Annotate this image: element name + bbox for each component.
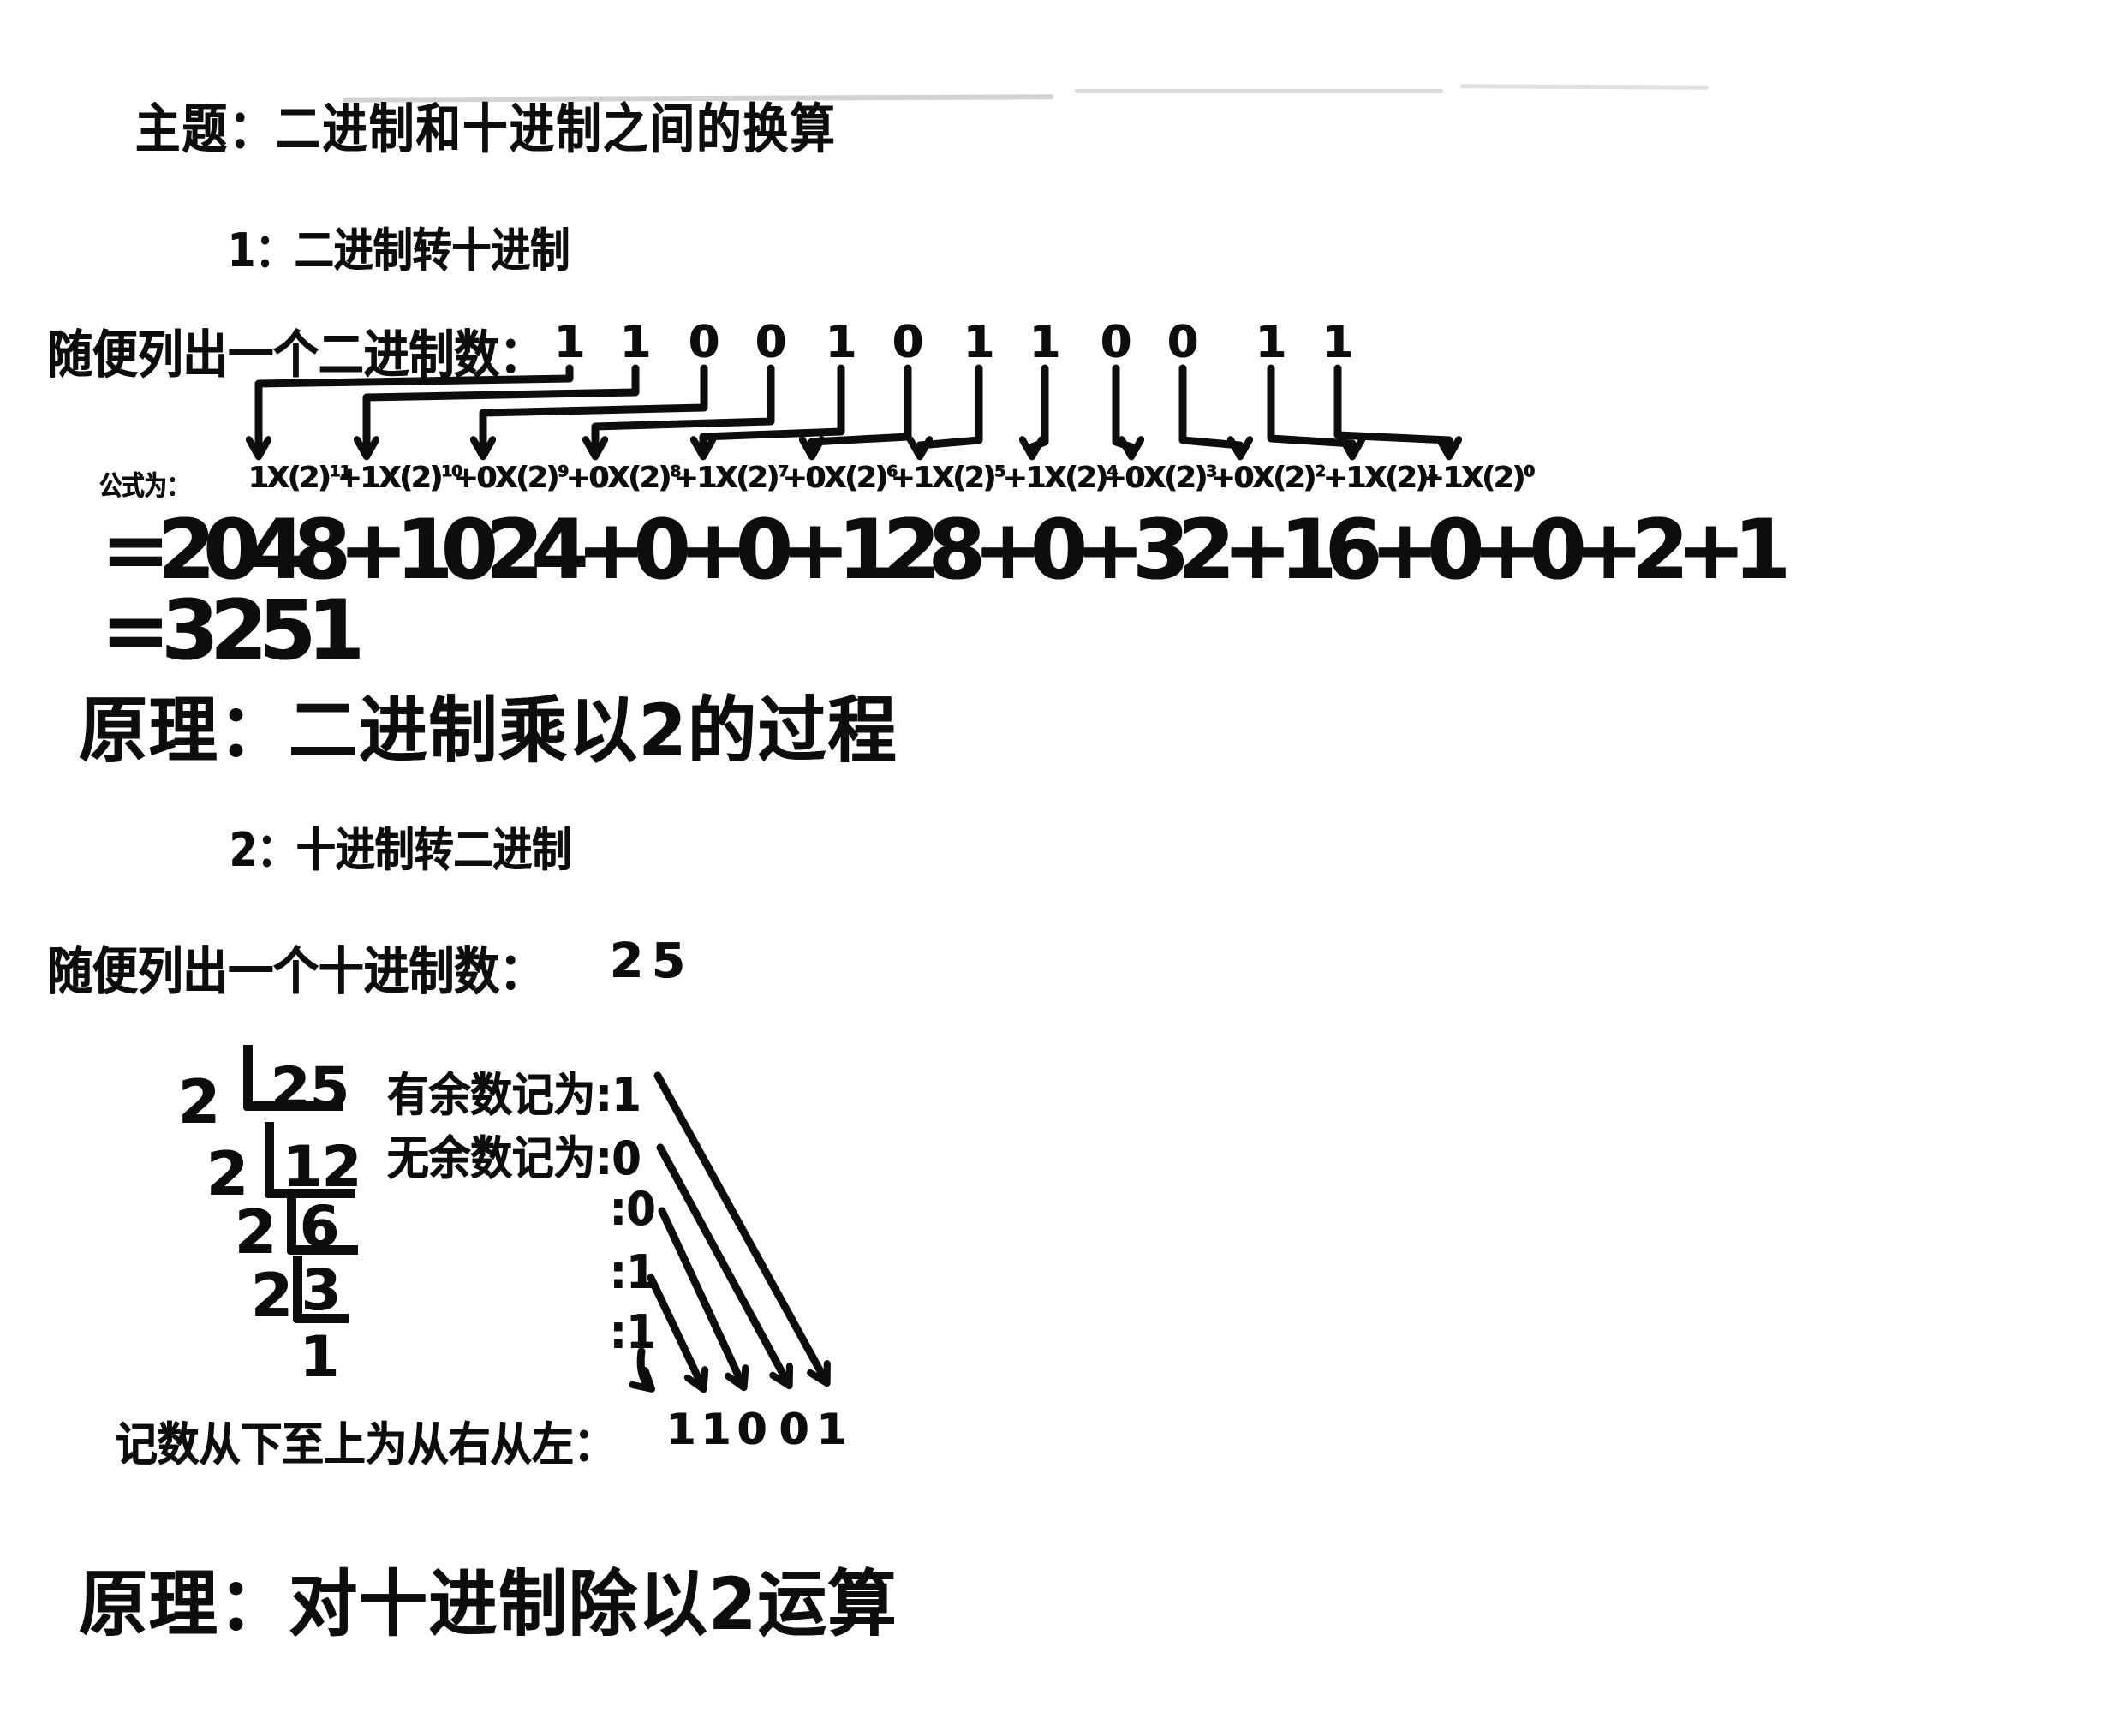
formula-exponent: 0 <box>1524 462 1535 481</box>
formula-exponent: 2 <box>1315 462 1326 481</box>
division-dividend: 12 <box>283 1134 361 1200</box>
remainder-label-text: 有余数记为:1 <box>387 1068 641 1122</box>
division-divisor: 2 <box>235 1197 277 1268</box>
binary-digit: 1 <box>825 317 857 368</box>
formula-term: +0X(2)8 <box>566 461 681 495</box>
division-divisor: 2 <box>251 1261 293 1331</box>
remainder-label: :0 <box>610 1182 660 1236</box>
binary-number-label: 随便列出一个二进制数： <box>47 325 545 385</box>
binary-digit: 1 <box>1255 317 1287 368</box>
binary-digit: 0 <box>1166 317 1199 368</box>
division-bracket <box>293 1256 349 1323</box>
formula-exponent: 10 <box>441 462 462 481</box>
formula-term: +1X(2)4 <box>1003 461 1118 495</box>
formula-exponent: 4 <box>1107 462 1118 481</box>
formula-term: +1X(2)5 <box>891 461 1005 495</box>
decimal-number-value: 25 <box>610 934 694 989</box>
page-title: 主题：二进制和十进制之间的换算 <box>135 98 838 160</box>
binary-digit: 0 <box>892 317 924 368</box>
formula-term: +0X(2)9 <box>454 461 569 495</box>
digit-to-term-arrow <box>703 364 845 456</box>
binary-digit: 1 <box>619 317 652 368</box>
remainder-to-digit-arrow <box>656 1143 789 1385</box>
digit-to-term-arrow <box>1178 364 1240 456</box>
formula-term: +1X(2)7 <box>674 461 789 495</box>
formula-exponent: 8 <box>670 462 681 481</box>
formula-exponent: 1 <box>1427 462 1438 481</box>
section2-heading: 2：十进制转二进制 <box>230 823 572 877</box>
binary-digit: 0 <box>755 317 787 368</box>
binary-result-label: 记数从下至上为从右从左： <box>116 1417 616 1471</box>
division-bracket <box>287 1196 358 1255</box>
result-digit: 0 <box>779 1405 809 1454</box>
formula-term: 1X(2)11 <box>248 461 351 495</box>
digit-to-term-arrow <box>1032 364 1049 456</box>
remainder-to-digit-arrow <box>653 1071 826 1382</box>
decimal-number-label: 随便列出一个十进制数： <box>47 942 545 1002</box>
formula-exponent: 9 <box>558 462 569 481</box>
scan-streak <box>1075 89 1443 93</box>
result-digit: 1 <box>816 1405 847 1454</box>
remainder-label-text: :1 <box>610 1245 656 1299</box>
remainder-label: 有余数记为:1 <box>387 1057 669 1125</box>
formula-term: +0X(2)6 <box>783 461 898 495</box>
result-digit: 1 <box>665 1405 696 1454</box>
division-bracket <box>265 1122 355 1198</box>
section1-heading: 1：二进制转十进制 <box>228 224 570 277</box>
division-divisor: 2 <box>206 1139 248 1209</box>
binary-digit: 0 <box>688 317 720 368</box>
remainder-label-text: 无余数记为:0 <box>387 1131 641 1185</box>
formula-term: +1X(2)1 <box>1323 461 1438 495</box>
division-dividend: 25 <box>271 1055 349 1121</box>
division-dividend: 3 <box>301 1257 341 1323</box>
remainder-label: :1 <box>610 1245 660 1299</box>
digit-to-term-arrow <box>1112 364 1131 456</box>
formula-term: +1X(2)10 <box>337 461 462 495</box>
decimal-result-line: =3251 <box>101 582 365 678</box>
division-dividend: 6 <box>300 1194 339 1260</box>
remainder-label: 无余数记为:0 <box>387 1120 669 1188</box>
formula-exponent: 3 <box>1206 462 1217 481</box>
section2-principle: 原理：对十进制除以2运算 <box>79 1562 898 1646</box>
digit-to-term-arrow <box>920 364 983 456</box>
scan-streak <box>1459 84 1709 90</box>
digit-to-term-arrow <box>595 364 775 456</box>
formula-exponent: 5 <box>994 462 1005 481</box>
formula-exponent: 11 <box>329 462 351 481</box>
binary-digit: 1 <box>963 317 995 368</box>
remainder-to-digit-arrow <box>658 1207 743 1387</box>
digit-to-term-arrow <box>1267 364 1352 456</box>
result-digit: 0 <box>737 1405 767 1454</box>
formula-exponent: 7 <box>778 462 789 481</box>
remainder-label: :1 <box>610 1305 660 1359</box>
remainder-label-text: :0 <box>610 1182 656 1236</box>
section1-principle: 原理：二进制乘以2的过程 <box>79 689 898 773</box>
binary-digit: 0 <box>1100 317 1132 368</box>
remainder-label-text: :1 <box>610 1305 656 1359</box>
formula-term: +1X(2)0 <box>1420 461 1535 495</box>
formula-term: +0X(2)3 <box>1102 461 1217 495</box>
result-digit: 1 <box>701 1405 731 1454</box>
formula-label: 公式为： <box>99 469 189 502</box>
digit-to-term-arrow <box>1333 364 1449 456</box>
division-bracket <box>243 1045 343 1111</box>
digit-to-term-arrow <box>812 364 912 456</box>
formula-exponent: 6 <box>886 462 898 481</box>
binary-digit: 1 <box>1029 317 1061 368</box>
binary-digit: 1 <box>553 317 586 368</box>
formula-term: +0X(2)2 <box>1211 461 1326 495</box>
sum-expansion-line: =2048+1024+0+0+128+0+32+16+0+0+2+1 <box>101 502 1791 598</box>
division-dividend: 1 <box>300 1324 339 1390</box>
binary-digit: 1 <box>1322 317 1354 368</box>
division-divisor: 2 <box>178 1067 220 1137</box>
